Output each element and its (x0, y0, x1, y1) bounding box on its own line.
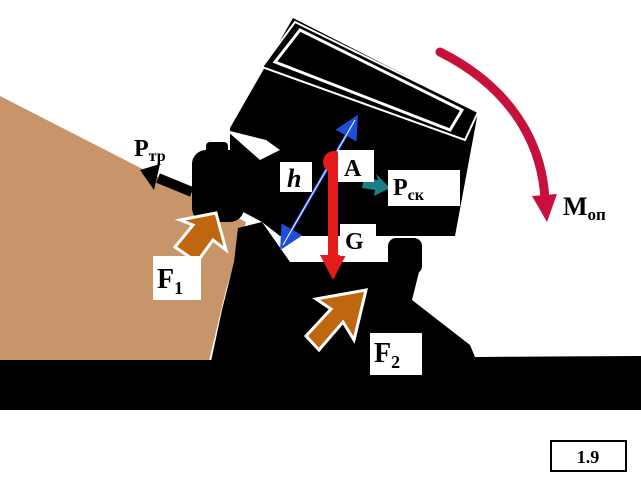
label-height: h (287, 164, 301, 193)
label-friction-sub: тр (149, 148, 166, 165)
label-f1-main: F (157, 264, 174, 295)
label-f1-sub: 1 (174, 278, 183, 298)
label-skid-sub: ск (408, 187, 425, 204)
friction-force-arrow (140, 164, 194, 197)
label-f2-main: F (374, 338, 391, 369)
label-weight: G (345, 229, 364, 255)
label-f1: F1 (157, 264, 183, 298)
ground-strip (0, 360, 641, 410)
reaction-arrow-f2 (303, 288, 368, 353)
label-skid-main: P (393, 175, 408, 201)
label-skid: Pск (393, 175, 425, 204)
label-f2: F2 (374, 338, 400, 372)
label-friction-main: P (134, 136, 149, 162)
label-moment-main: M (563, 192, 588, 221)
figure-number: 1.9 (577, 447, 600, 467)
label-friction: Pтр (134, 136, 166, 165)
reaction-arrow-f1 (172, 211, 229, 265)
slope-terrain (0, 96, 246, 372)
label-point-a: A (344, 156, 362, 182)
overturning-moment-arrow (435, 47, 550, 205)
label-moment-sub: оп (588, 205, 607, 224)
left-wheel (192, 142, 280, 222)
label-moment: Mоп (563, 192, 606, 224)
right-wheel (388, 238, 422, 274)
figure-number-box (550, 440, 627, 472)
weight-arrow (320, 165, 346, 280)
label-f2-sub: 2 (391, 352, 400, 372)
